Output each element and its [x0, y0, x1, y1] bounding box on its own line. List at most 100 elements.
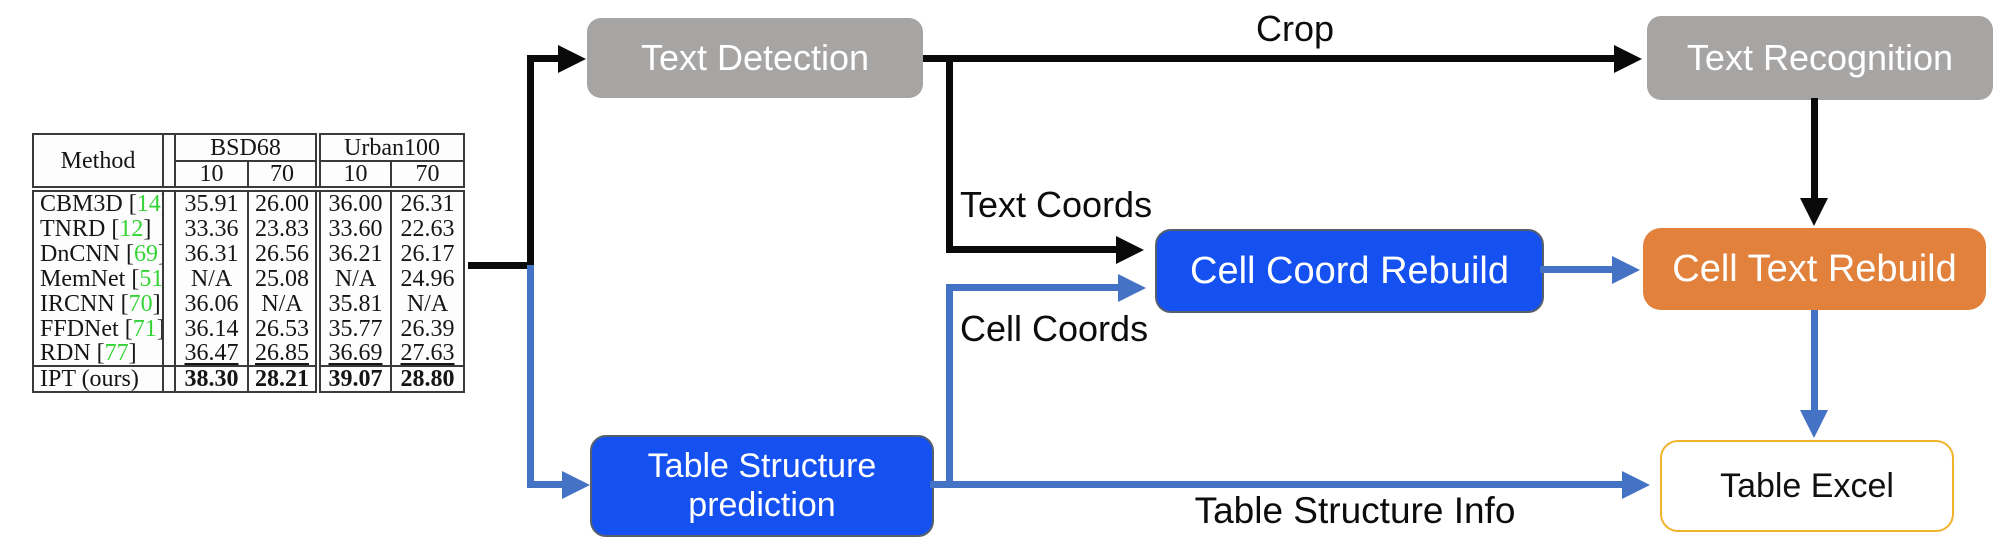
value-cell: 25.08: [247, 266, 318, 291]
value-cell: 22.63: [389, 216, 465, 241]
value-cell: 36.00: [315, 189, 391, 216]
table-structure-info-arrowhead-icon: [1622, 471, 1650, 499]
value-cell: 33.36: [174, 216, 248, 241]
text-recognition-label: Text Recognition: [1686, 37, 1954, 78]
recognition-to-celltext-arrowhead-icon: [1800, 198, 1828, 226]
method-cell: CBM3D [14]: [33, 189, 164, 216]
cell-text-rebuild-box: Cell Text Rebuild: [1643, 228, 1986, 310]
value-cell: 36.06: [174, 291, 248, 316]
header-group-bsd68: BSD68: [174, 134, 318, 162]
column-gap: [163, 365, 176, 392]
value-cell: 26.17: [389, 241, 465, 266]
value-cell: 26.39: [389, 316, 465, 341]
value-cell: N/A: [174, 266, 248, 291]
citation-number: 69: [134, 241, 159, 266]
value-cell: 28.80: [389, 365, 465, 392]
header-group-urban100: Urban100: [314, 134, 465, 162]
value-cell: 23.83: [247, 216, 318, 241]
method-cell: TNRD [12]: [33, 216, 164, 241]
value-cell: 36.31: [174, 241, 248, 266]
value-cell: 36.47: [174, 341, 248, 366]
text-coords-horizontal-line: [946, 246, 1118, 253]
header-method: Method: [33, 134, 164, 192]
value-cell: N/A: [389, 291, 465, 316]
crop-line: [923, 55, 1614, 62]
cell-text-rebuild-label: Cell Text Rebuild: [1672, 247, 1957, 290]
column-gap: [163, 341, 176, 366]
value-cell: 26.00: [247, 189, 318, 216]
cell-coords-horizontal-line: [946, 284, 1118, 291]
text-detection-box: Text Detection: [587, 18, 923, 98]
citation-number: 71: [132, 316, 157, 341]
citation-number: 51: [139, 266, 163, 291]
method-cell: RDN [77]: [33, 341, 164, 366]
value-cell: 35.77: [315, 316, 391, 341]
table-row: MemNet [51]N/A25.08N/A24.96: [33, 266, 465, 291]
header-col-urban100-70: 70: [389, 161, 465, 192]
results-table-header: Method BSD68 Urban100 10 70 10 70: [33, 134, 465, 192]
header-col-urban100-10: 10: [315, 161, 391, 192]
value-cell: 35.91: [174, 189, 248, 216]
table-structure-prediction-label-line1: Table Structure: [647, 446, 877, 485]
method-cell: MemNet [51]: [33, 266, 164, 291]
table-structure-info-label: Table Structure Info: [1194, 490, 1516, 531]
cellcoord-to-celltext-line: [1540, 266, 1612, 273]
header-col-bsd68-70: 70: [247, 161, 318, 192]
table-subheader-row: 10 70 10 70: [33, 161, 465, 192]
method-cell: DnCNN [69]: [33, 241, 164, 266]
table-structure-prediction-label-line2: prediction: [688, 486, 836, 524]
value-cell: 35.81: [315, 291, 391, 316]
value-cell: 26.56: [247, 241, 318, 266]
value-cell: 28.21: [247, 365, 318, 392]
value-cell: 27.63: [389, 341, 465, 366]
value-cell: 36.21: [315, 241, 391, 266]
table-excel-box: Table Excel: [1660, 440, 1954, 532]
cell-coords-vertical-line: [946, 284, 953, 488]
value-cell: 26.53: [247, 316, 318, 341]
into-table-structure-arrowhead-icon: [562, 471, 590, 499]
input-stub-line: [468, 262, 534, 269]
cell-coords-arrowhead-icon: [1118, 274, 1146, 302]
column-gap: [163, 316, 176, 341]
method-cell: IRCNN [70]: [33, 291, 164, 316]
table-structure-prediction-box: Table Structure prediction: [590, 435, 934, 537]
value-cell: 36.69: [315, 341, 391, 366]
citation-number: 70: [128, 291, 153, 316]
method-cell: FFDNet [71]: [33, 316, 164, 341]
value-cell: 26.31: [389, 189, 465, 216]
into-table-structure-line: [527, 481, 564, 488]
method-cell: IPT (ours): [33, 365, 164, 392]
value-cell: 39.07: [315, 365, 391, 392]
cell-coord-rebuild-box: Cell Coord Rebuild: [1155, 229, 1544, 313]
value-cell: 26.85: [247, 341, 318, 366]
table-excel-label: Table Excel: [1720, 466, 1894, 505]
citation-number: 12: [119, 216, 144, 241]
branch-up-line: [527, 55, 534, 269]
crop-arrowhead-icon: [1614, 45, 1642, 73]
header-col-bsd68-10: 10: [174, 161, 248, 192]
citation-number: 77: [104, 341, 129, 366]
value-cell: 38.30: [174, 365, 248, 392]
cellcoord-to-celltext-arrowhead-icon: [1612, 256, 1640, 284]
into-text-detection-line: [527, 55, 560, 62]
column-gap: [163, 241, 176, 266]
celltext-to-excel-line: [1811, 310, 1818, 410]
header-spacer: [163, 134, 176, 192]
column-gap: [163, 291, 176, 316]
value-cell: 24.96: [389, 266, 465, 291]
column-gap: [163, 216, 176, 241]
table-header-row: Method BSD68 Urban100: [33, 134, 465, 192]
value-cell: N/A: [315, 266, 391, 291]
celltext-to-excel-arrowhead-icon: [1800, 410, 1828, 438]
text-coords-label: Text Coords: [960, 184, 1153, 225]
cell-coords-label: Cell Coords: [960, 308, 1149, 349]
results-table: Method BSD68 Urban100 10 70 10 70 CBM3D …: [32, 133, 466, 393]
recognition-to-celltext-line: [1811, 98, 1818, 200]
